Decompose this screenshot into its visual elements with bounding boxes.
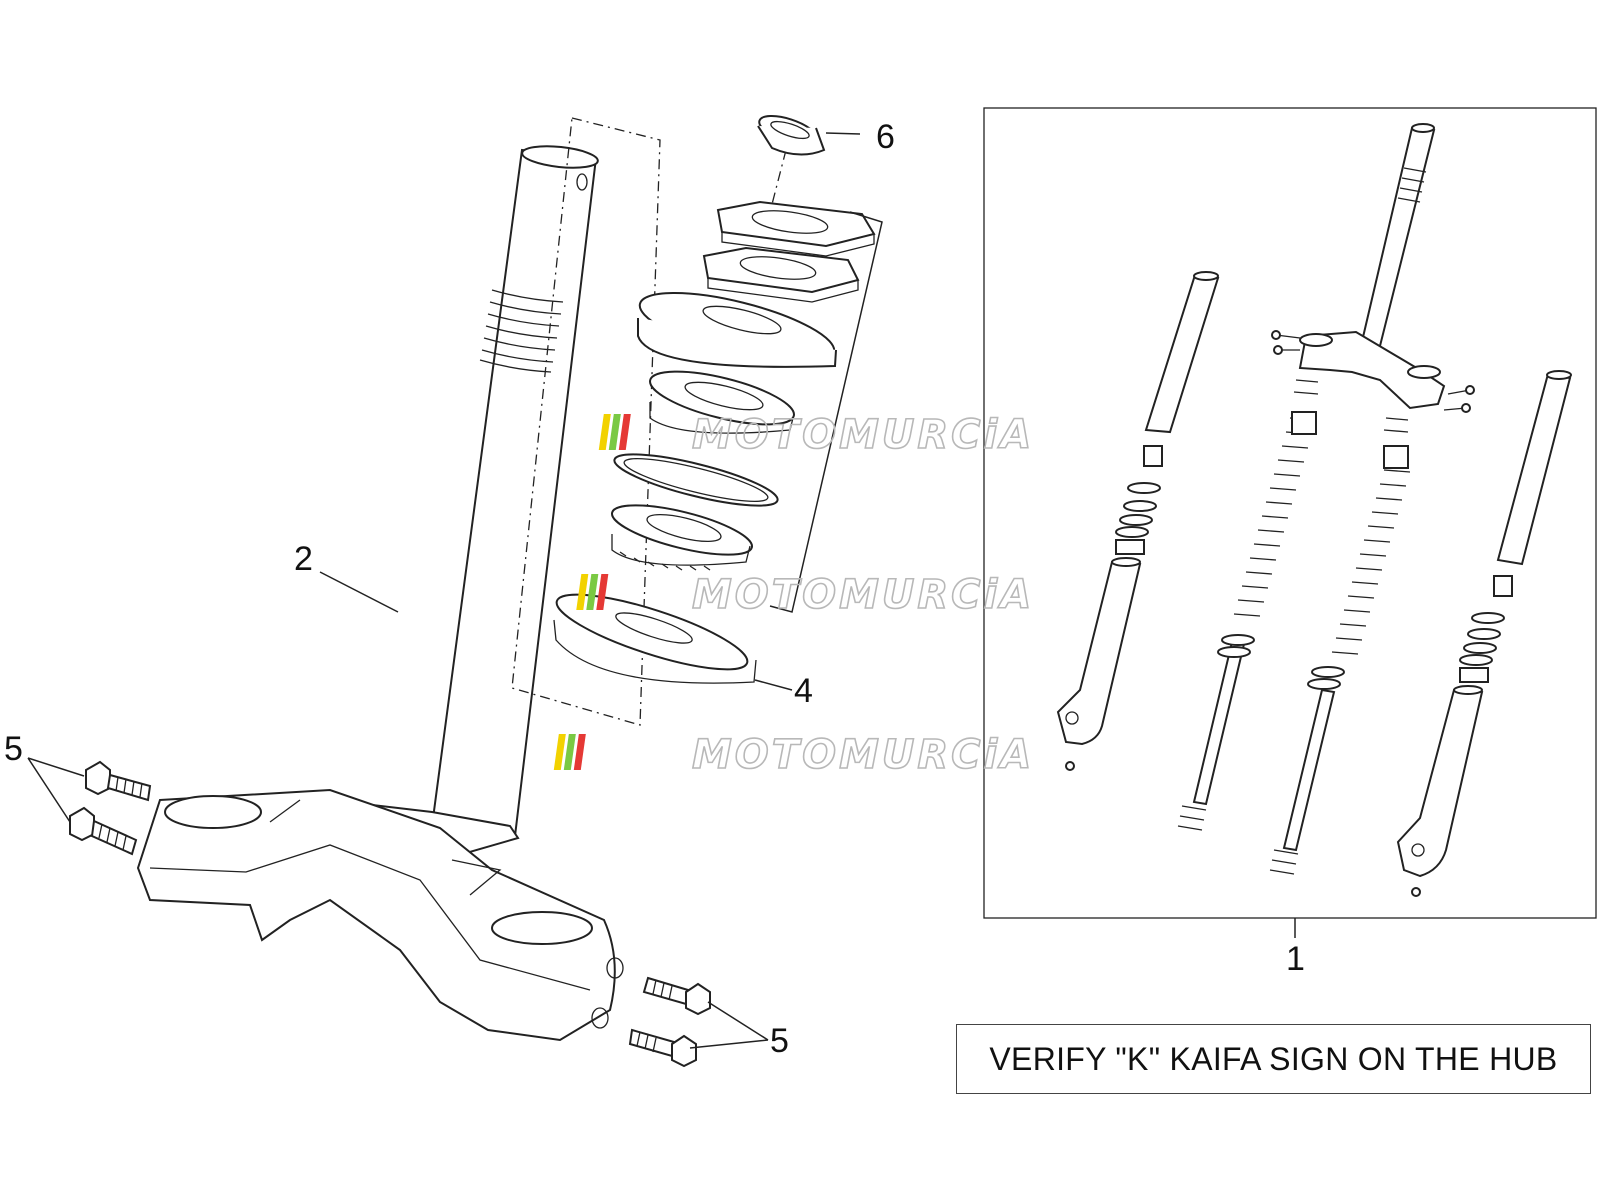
fork-left-tube: [1144, 271, 1220, 434]
watermark-middle: MOTOMURCiA: [576, 571, 1034, 619]
bolt-upper-right: [642, 976, 711, 1016]
lock-nut-upper: [716, 200, 876, 257]
fork-right-slider: [1396, 685, 1484, 897]
cap-axis-line: [769, 149, 787, 213]
fork-left-rings: [1115, 445, 1163, 555]
fork-left-spring: [1233, 379, 1319, 617]
fork-right-spring: [1331, 417, 1411, 655]
fork-right-rings: [1459, 575, 1513, 683]
bearing-kit-bracket: [769, 211, 883, 613]
bolt-lower-left: [69, 806, 138, 856]
svg-text:MOTOMURCiA: MOTOMURCiA: [692, 572, 1034, 618]
bearing-race-ring: [613, 453, 779, 507]
triple-clamp-part: [136, 788, 624, 1042]
callout-4: 4: [794, 672, 813, 710]
callout-5-right: 5: [770, 1022, 789, 1060]
fork-steering-stem: [1358, 123, 1436, 356]
upper-bearing: [649, 370, 795, 434]
bearing-kit-dashed-frame: [511, 117, 661, 726]
watermark-top: MOTOMURCiA: [598, 411, 1034, 459]
fork-crown: [1298, 330, 1446, 410]
leader-lines: [27, 132, 1296, 1049]
bearing-washer: [637, 292, 837, 368]
fork-right-damper-rod: [1269, 666, 1345, 875]
callout-2: 2: [294, 540, 313, 578]
fork-crown-bolts: [1271, 330, 1475, 413]
lower-bearing: [611, 504, 753, 571]
svg-text:MOTOMURCiA: MOTOMURCiA: [692, 732, 1034, 778]
fork-right-tube: [1496, 370, 1572, 566]
note-box: VERIFY "K" KAIFA SIGN ON THE HUB: [956, 1024, 1591, 1094]
lock-nut-lower: [702, 246, 860, 303]
bolt-lower-right: [628, 1028, 697, 1068]
note-text: VERIFY "K" KAIFA SIGN ON THE HUB: [989, 1040, 1558, 1077]
callout-1: 1: [1286, 940, 1305, 978]
bolt-upper-left: [85, 760, 152, 802]
svg-text:MOTOMURCiA: MOTOMURCiA: [692, 412, 1034, 458]
dust-seal-part: [553, 593, 757, 684]
fork-left-damper-rod: [1177, 634, 1255, 831]
callout-6: 6: [876, 118, 895, 156]
watermark-bottom: MOTOMURCiA: [553, 731, 1034, 779]
fork-assembly-frame: [983, 107, 1597, 919]
fork-left-slider: [1056, 557, 1142, 771]
callout-5-left: 5: [4, 730, 23, 768]
headset-cap-part: [757, 115, 826, 156]
